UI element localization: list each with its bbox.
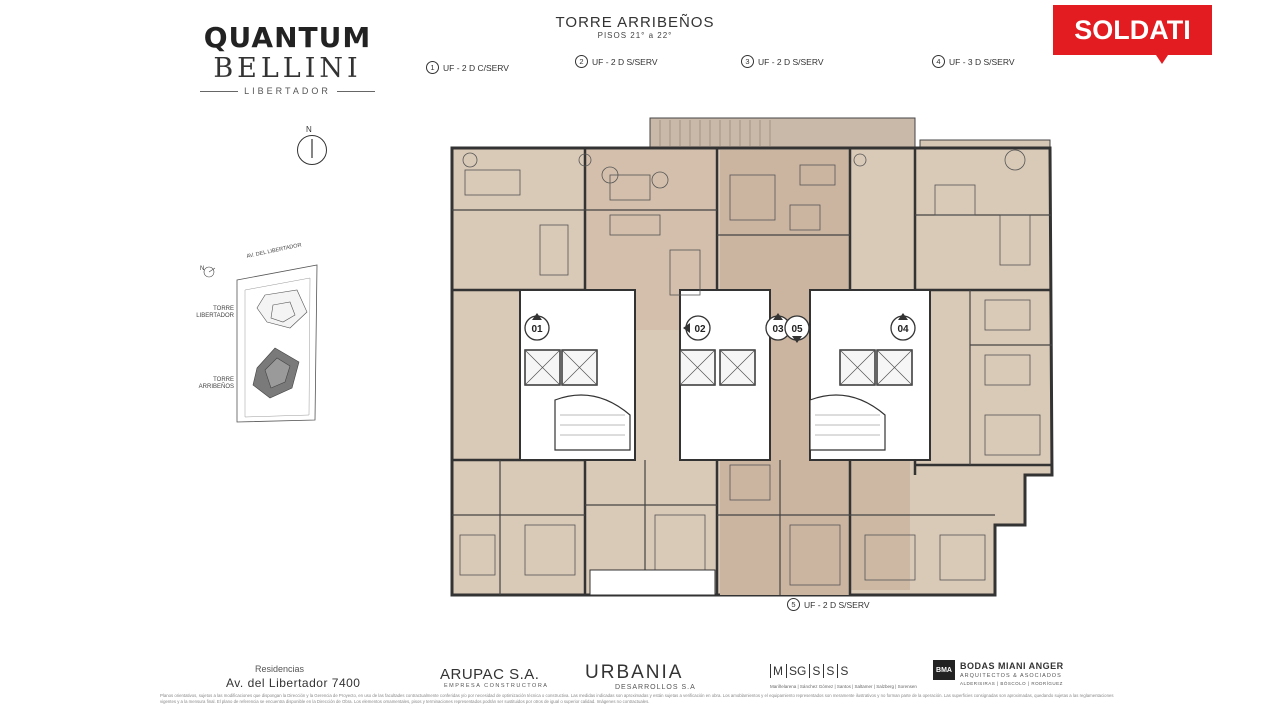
marker-04: 04 xyxy=(897,324,909,335)
marker-01: 01 xyxy=(531,324,543,335)
unit-label: UF - 2 D S/SERV xyxy=(804,599,870,610)
site-tower-arribenos xyxy=(252,347,300,399)
site-label-libertador: TORRE LIBERTADOR xyxy=(196,306,234,320)
bma-subtitle: ARQUITECTOS & ASOCIADOS xyxy=(960,673,1062,679)
logo-rule-right xyxy=(336,90,375,92)
msgsss-letter: M xyxy=(770,664,785,678)
residencias-address: Av. del Libertador 7400 xyxy=(226,676,361,690)
logo-rule-left xyxy=(200,90,239,92)
marker-03: 03 xyxy=(772,324,784,335)
floor-plan: 01 02 03 05 04 xyxy=(450,117,1054,597)
site-label-line: TORRE xyxy=(213,306,234,312)
unit-number: 3 xyxy=(741,55,754,68)
site-compass-icon xyxy=(203,266,215,278)
bma-name: BODAS MIANI ANGER xyxy=(960,661,1064,671)
terrace-top xyxy=(649,117,916,149)
site-label-line: TORRE xyxy=(213,377,234,383)
arupac-subtitle: EMPRESA CONSTRUCTORA xyxy=(444,683,549,689)
logo-line2: BELLINI xyxy=(213,53,362,84)
marker-02: 02 xyxy=(694,324,706,335)
bma-logo: BMA xyxy=(933,660,955,680)
compass-icon xyxy=(297,135,327,165)
tower-title: TORRE ARRIBEÑOS xyxy=(555,14,715,31)
logo-line3-row: LIBERTADOR xyxy=(200,86,375,96)
msgsss-logo: M SG S S S xyxy=(770,664,850,678)
unit-legend-4: 4 UF - 3 D S/SERV xyxy=(932,55,1015,68)
unit-label: UF - 2 D S/SERV xyxy=(592,56,658,67)
legal-disclaimer: Planos orientativos, sujetos a las modif… xyxy=(160,693,1114,704)
msgsss-letter: S xyxy=(823,664,836,678)
site-label-line: LIBERTADOR xyxy=(196,313,234,319)
marker-05: 05 xyxy=(791,324,803,335)
site-tower-libertador xyxy=(256,289,308,329)
msgsss-subtitle: Mariñelarena | Sánchez Gómez | Santos | … xyxy=(770,684,917,689)
residencias-label: Residencias xyxy=(255,664,305,674)
quantum-bellini-logo: QUANTUM BELLINI LIBERTADOR xyxy=(200,22,375,100)
compass-needle-icon xyxy=(311,139,313,158)
unit-number: 4 xyxy=(932,55,945,68)
site-map xyxy=(203,264,318,423)
logo-line1: QUANTUM xyxy=(203,21,372,54)
unit-label: UF - 3 D S/SERV xyxy=(949,56,1015,67)
unit-label: UF - 2 D S/SERV xyxy=(758,56,824,67)
arupac-logo: ARUPAC S.A. xyxy=(440,666,540,683)
site-label-line: ARRIBEÑOS xyxy=(198,384,234,390)
site-north-label: N xyxy=(200,266,205,272)
unit-label: UF - 2 D C/SERV xyxy=(443,62,509,73)
unit-legend-3: 3 UF - 2 D S/SERV xyxy=(741,55,824,68)
soldati-logo: SOLDATI xyxy=(1053,5,1212,55)
msgsss-letter: S xyxy=(837,664,850,678)
unit-legend-2: 2 UF - 2 D S/SERV xyxy=(575,55,658,68)
logo-line3: LIBERTADOR xyxy=(244,86,331,96)
unit-number: 2 xyxy=(575,55,588,68)
bma-partners: ALDERISIRAS | BÓSCOLO | RODRÍGUEZ xyxy=(960,681,1063,686)
unit-number: 5 xyxy=(787,598,800,611)
unit-legend-1: 1 UF - 2 D C/SERV xyxy=(426,61,509,74)
urbania-logo: URBANIA xyxy=(585,662,684,683)
unit-legend-5: 5 UF - 2 D S/SERV xyxy=(787,598,870,611)
msgsss-letter: SG xyxy=(786,664,808,678)
soldati-logo-pointer xyxy=(1156,55,1168,64)
site-label-arribenos: TORRE ARRIBEÑOS xyxy=(196,377,234,391)
msgsss-letter: S xyxy=(809,664,822,678)
unit-number: 1 xyxy=(426,61,439,74)
urbania-subtitle: DESARROLLOS S.A xyxy=(615,684,696,691)
floors-subtitle: PISOS 21° a 22° xyxy=(597,31,673,40)
compass-north-label: N xyxy=(306,125,312,134)
